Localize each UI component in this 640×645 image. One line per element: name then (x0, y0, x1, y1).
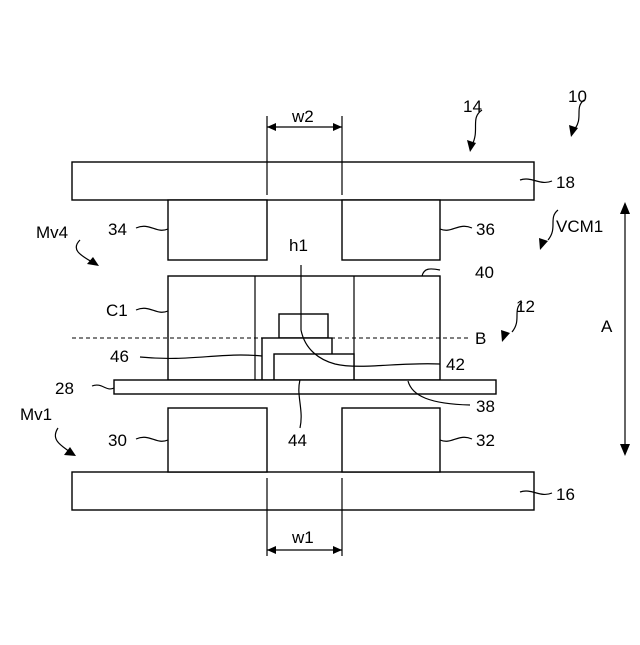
arrow-14-head (467, 140, 476, 152)
leader-36 (440, 226, 472, 230)
arrow-mv4 (76, 240, 92, 262)
arrow-mv1 (55, 428, 70, 452)
label-44: 44 (288, 431, 307, 450)
label-c1: C1 (106, 301, 128, 320)
upper-plate (72, 162, 534, 200)
w2-arrowhead-left (267, 123, 276, 131)
direction-a-arrow-up (620, 202, 630, 214)
label-34: 34 (108, 220, 127, 239)
label-h1: h1 (289, 236, 308, 255)
label-10: 10 (568, 87, 587, 106)
leader-34 (136, 226, 168, 230)
label-42: 42 (446, 355, 465, 374)
base-plate (114, 380, 496, 394)
direction-a-arrow-down (620, 444, 630, 456)
label-w2: w2 (291, 107, 314, 126)
leader-30 (136, 437, 168, 441)
label-16: 16 (556, 485, 575, 504)
leader-40 (422, 269, 440, 276)
label-28: 28 (55, 379, 74, 398)
label-38: 38 (476, 397, 495, 416)
label-32: 32 (476, 431, 495, 450)
label-b: B (475, 329, 486, 348)
leader-c1 (136, 308, 168, 312)
magnet-upper-right (342, 200, 440, 260)
magnet-upper-left (168, 200, 267, 260)
element-44 (274, 354, 354, 380)
arrow-vcm1-head (539, 238, 548, 250)
label-a: A (601, 317, 613, 336)
label-14: 14 (463, 97, 482, 116)
label-36: 36 (476, 220, 495, 239)
leader-28 (92, 385, 114, 389)
label-vcm1: VCM1 (556, 217, 603, 236)
w1-arrowhead-right (333, 546, 342, 554)
element-top (279, 314, 328, 338)
label-mv4: Mv4 (36, 223, 68, 242)
arrow-mv4-head (87, 257, 99, 266)
leader-32 (440, 437, 472, 441)
w1-arrowhead-left (267, 546, 276, 554)
label-12: 12 (516, 297, 535, 316)
label-w1: w1 (291, 528, 314, 547)
arrow-12-head (501, 330, 510, 342)
label-46: 46 (110, 347, 129, 366)
label-mv1: Mv1 (20, 405, 52, 424)
label-40: 40 (475, 263, 494, 282)
label-30: 30 (108, 431, 127, 450)
label-18: 18 (556, 173, 575, 192)
lower-plate (72, 472, 534, 510)
magnet-lower-left (168, 408, 267, 472)
w2-arrowhead-right (333, 123, 342, 131)
magnet-lower-right (342, 408, 440, 472)
